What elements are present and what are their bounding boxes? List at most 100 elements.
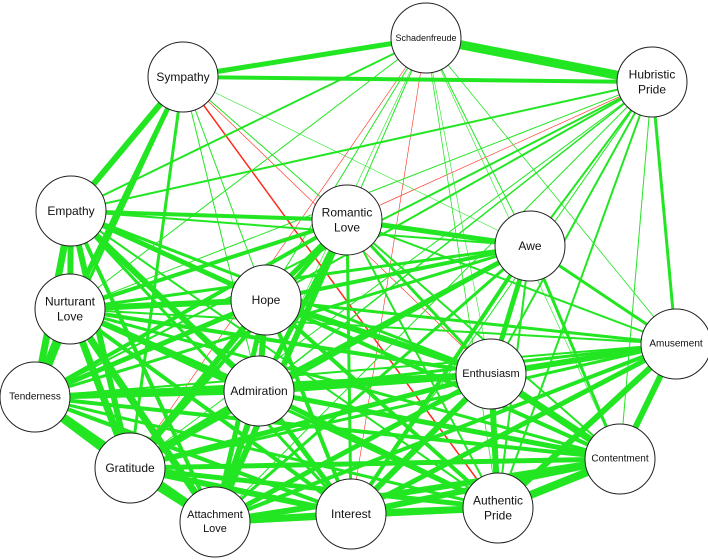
- node-label: Sympathy: [156, 70, 209, 84]
- node-circle: [94, 432, 166, 504]
- node-circle: [315, 478, 387, 550]
- edge-empathy-gratitude: [68, 208, 133, 471]
- node-hope: Hope: [230, 264, 302, 336]
- edge-sympathy-hubristic_pride: [181, 75, 654, 84]
- node-label: Hope: [252, 293, 281, 307]
- node-label: Hubristic: [629, 68, 676, 82]
- edge-hope-interest: [264, 298, 353, 516]
- node-circle: [223, 355, 295, 427]
- edge-tenderness-interest: [33, 395, 353, 516]
- node-label: Pride: [638, 83, 666, 97]
- edge-contentment-gratitude: [127, 456, 623, 471]
- edge-amusement-gratitude: [128, 342, 678, 470]
- edge-contentment-attachment_love: [212, 456, 623, 525]
- node-admiration: Admiration: [223, 355, 295, 427]
- edge-hubristic_pride-romantic_love: [346, 81, 653, 221]
- node-amusement: Amusement: [640, 308, 708, 380]
- edge-hope-enthusiasm: [263, 297, 494, 377]
- node-label: Nurturant: [45, 295, 96, 309]
- edge-sympathy-awe: [182, 76, 531, 247]
- node-circle: [462, 472, 534, 544]
- node-contentment: Contentment: [584, 423, 656, 495]
- edge-hubristic_pride-amusement: [650, 80, 678, 346]
- node-circle: [230, 264, 302, 336]
- edge-admiration-authentic_pride: [256, 388, 501, 511]
- edge-gratitude-authentic_pride: [127, 465, 501, 511]
- edge-hubristic_pride-attachment_love: [214, 81, 653, 523]
- edge-awe-nurturant_love: [68, 244, 532, 311]
- node-label: Love: [334, 221, 360, 235]
- edge-empathy-awe: [70, 210, 531, 247]
- node-tenderness: Tenderness: [0, 361, 71, 433]
- edge-hope-gratitude: [127, 297, 269, 471]
- node-label: Love: [203, 523, 227, 535]
- edge-gratitude-interest: [127, 465, 354, 517]
- node-label: Authentic: [473, 494, 523, 508]
- node-interest: Interest: [315, 478, 387, 550]
- edge-hope-amusement: [264, 298, 678, 346]
- edge-hubristic_pride-contentment: [619, 81, 653, 460]
- edge-romantic_love-nurturant_love: [68, 218, 349, 311]
- node-circle: [494, 210, 566, 282]
- node-label: Romantic: [322, 206, 373, 220]
- edge-tenderness-contentment: [33, 395, 622, 461]
- node-label: Contentment: [591, 454, 648, 465]
- edge-hubristic_pride-authentic_pride: [497, 81, 653, 509]
- edge-awe-contentment: [528, 244, 622, 461]
- node-label: Gratitude: [105, 461, 155, 475]
- edge-schadenfreude-awe: [425, 37, 531, 247]
- edge-sympathy-authentic_pride: [182, 76, 499, 509]
- node-circle: [584, 423, 656, 495]
- edge-sympathy-gratitude: [128, 75, 185, 470]
- node-circle: [147, 41, 219, 113]
- edge-romantic_love-tenderness: [33, 218, 349, 399]
- edge-schadenfreude-gratitude: [129, 37, 427, 469]
- edge-empathy-hope: [68, 208, 269, 303]
- edge-tenderness-admiration: [32, 388, 262, 400]
- node-label: Tenderness: [9, 392, 61, 403]
- edge-sympathy-schadenfreude: [180, 35, 429, 80]
- edge-nurturant_love-interest: [68, 307, 353, 516]
- node-empathy: Empathy: [35, 175, 107, 247]
- edge-sympathy-admiration: [182, 76, 260, 392]
- node-label: Empathy: [47, 204, 94, 218]
- edge-admiration-enthusiasm: [255, 370, 495, 395]
- edge-schadenfreude-hope: [265, 37, 427, 301]
- edge-sympathy-nurturant_love: [67, 74, 186, 312]
- node-sympathy: Sympathy: [147, 41, 219, 113]
- node-label: Attachment: [187, 509, 243, 521]
- edge-sympathy-hope: [182, 76, 267, 301]
- node-circle: [640, 308, 708, 380]
- node-label: Schadenfreude: [395, 33, 456, 43]
- node-circle: [34, 273, 106, 345]
- node-label: Pride: [484, 509, 512, 523]
- edge-hubristic_pride-enthusiasm: [490, 81, 653, 375]
- node-circle: [35, 175, 107, 247]
- node-label: Enthusiasm: [462, 368, 519, 380]
- node-label: Awe: [518, 239, 541, 253]
- node-circle: [0, 361, 71, 433]
- node-schadenfreude: Schadenfreude: [390, 2, 462, 74]
- node-label: Amusement: [649, 339, 703, 350]
- node-circle: [311, 184, 383, 256]
- node-awe: Awe: [494, 210, 566, 282]
- edge-enthusiasm-gratitude: [127, 371, 494, 471]
- node-label: Interest: [331, 507, 372, 521]
- node-circle: [390, 2, 462, 74]
- edge-amusement-interest: [348, 341, 679, 517]
- node-circle: [179, 486, 251, 558]
- node-circle: [455, 338, 527, 410]
- edge-schadenfreude-hubristic_pride: [421, 33, 657, 87]
- edge-sympathy-romantic_love: [182, 76, 348, 221]
- node-label: Admiration: [230, 384, 287, 398]
- edge-nurturant_love-attachment_love: [66, 305, 219, 526]
- edge-hope-tenderness: [32, 297, 269, 400]
